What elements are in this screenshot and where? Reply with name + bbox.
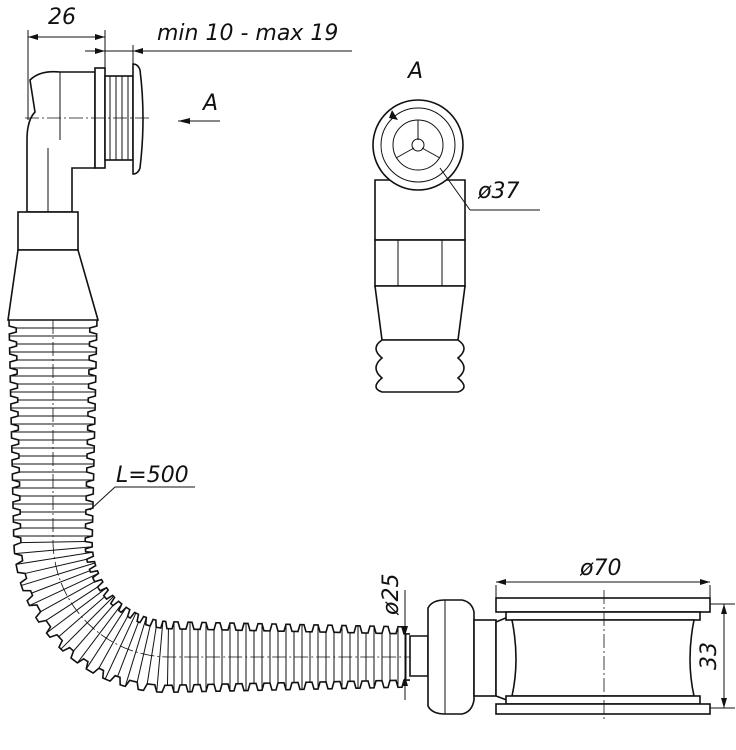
drain-diameter-label: ø70 (579, 556, 621, 581)
hose-rib (40, 581, 95, 613)
overflow-elbow (7, 63, 150, 321)
dimension-70 (495, 579, 711, 598)
view-a-overflow (372, 99, 540, 393)
hose-rib (156, 621, 164, 692)
dimension-33 (710, 603, 735, 709)
hose-length-label: L=500 (116, 463, 189, 488)
drain-height-label: 33 (697, 642, 722, 670)
hose-outline-outer (8, 319, 411, 694)
dim-26-label: 26 (48, 5, 76, 30)
view-a-title: A (406, 59, 423, 84)
view-arrow-a (178, 118, 220, 124)
dimension-wall (85, 45, 352, 68)
hose-rib (76, 603, 123, 664)
view-arrow-label: A (201, 91, 218, 116)
corrugated-hose (8, 319, 411, 694)
overflow-diameter-label: ø37 (477, 179, 519, 204)
hose-centerline (52, 320, 410, 658)
drain-assembly (409, 590, 711, 720)
hose-diameter-label: ø25 (379, 574, 404, 616)
dim-wall-label: min 10 - max 19 (157, 21, 338, 46)
dimension-25 (402, 590, 408, 700)
dimension-26 (27, 30, 106, 120)
hose-rib (98, 616, 129, 669)
hose-rib (31, 570, 91, 594)
hose-outline-inner (84, 319, 411, 635)
hose-length-leader (89, 486, 195, 511)
